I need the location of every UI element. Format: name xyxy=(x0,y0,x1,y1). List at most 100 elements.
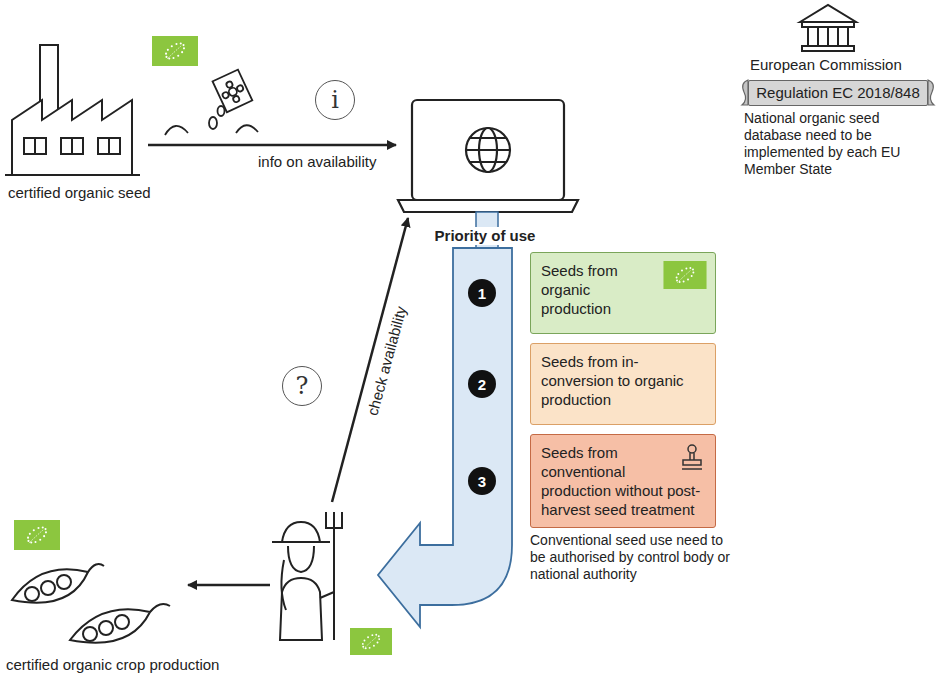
organic-logo xyxy=(692,269,694,271)
regulation-scroll: Regulation EC 2018/848 xyxy=(748,80,928,106)
organic-logo xyxy=(39,539,41,541)
pea-pods xyxy=(25,587,39,601)
organic-logo xyxy=(152,36,198,66)
stamp-icon xyxy=(688,445,696,453)
organic-logo xyxy=(681,270,683,272)
factory-icon xyxy=(5,45,140,175)
text-label: European Commission xyxy=(750,56,930,74)
farmer-icon xyxy=(272,512,342,640)
laptop-icon xyxy=(412,100,564,200)
building-icon xyxy=(817,28,819,46)
node-text: i xyxy=(331,86,339,114)
organic-logo xyxy=(30,541,32,543)
organic-logo xyxy=(37,527,39,529)
organic-logo xyxy=(177,55,179,57)
text-label: certified organic seed xyxy=(8,184,228,202)
organic-logo xyxy=(182,44,184,46)
priority-box: Seeds from conventional production witho… xyxy=(530,434,716,528)
info-symbol: i xyxy=(315,80,355,120)
pea-pods xyxy=(150,604,170,612)
organic-logo xyxy=(167,49,169,51)
question-symbol: ? xyxy=(282,366,322,406)
node-text: 3 xyxy=(478,473,486,490)
organic-logo xyxy=(676,277,678,279)
organic-logo xyxy=(371,634,373,636)
organic-logo xyxy=(27,537,29,539)
farmer-icon xyxy=(288,546,314,572)
organic-logo xyxy=(362,646,364,648)
organic-logo xyxy=(364,636,378,648)
organic-logo xyxy=(43,535,45,537)
callout-number: 1 xyxy=(468,279,496,307)
farmer-icon xyxy=(326,512,342,528)
organic-logo xyxy=(152,36,198,66)
pea-pods xyxy=(12,569,88,603)
node-text: Regulation EC 2018/848 xyxy=(755,84,921,102)
node-text: 1 xyxy=(478,285,486,302)
organic-logo xyxy=(378,638,380,640)
organic-logo xyxy=(171,45,173,47)
pea-pods xyxy=(41,581,55,595)
seed-packet xyxy=(213,70,253,113)
organic-logo xyxy=(677,273,679,275)
organic-logo xyxy=(29,533,31,535)
organic-logo xyxy=(180,42,182,44)
organic-logo xyxy=(369,647,371,649)
building-icon xyxy=(800,5,856,22)
factory-icon xyxy=(5,174,140,176)
building-icon xyxy=(807,28,809,46)
building-icon xyxy=(847,28,849,46)
text-label: National organic seed database need to b… xyxy=(744,110,934,178)
organic-logo xyxy=(44,528,46,530)
organic-logo xyxy=(378,635,380,637)
callout-number: 2 xyxy=(468,370,496,398)
factory-icon xyxy=(12,100,132,175)
seed-packet xyxy=(213,70,253,113)
laptop-icon xyxy=(398,200,578,212)
building-icon xyxy=(827,28,829,46)
pea-pods xyxy=(88,564,104,572)
organic-logo xyxy=(42,526,44,528)
building-icon xyxy=(802,46,854,51)
node-text: Seeds from in-conversion to organic prod… xyxy=(541,352,707,409)
scroll-ends xyxy=(742,80,934,105)
building-icon xyxy=(837,28,839,46)
factory-icon xyxy=(24,138,46,154)
factory-icon xyxy=(61,138,83,154)
organic-logo xyxy=(14,520,60,550)
organic-logo xyxy=(677,270,691,283)
seed-packet xyxy=(232,95,240,103)
organic-logo xyxy=(165,56,167,58)
seeds xyxy=(165,126,188,135)
pea-pods xyxy=(99,621,113,635)
organic-logo xyxy=(14,520,60,550)
organic-logo xyxy=(45,531,47,533)
organic-logo xyxy=(168,57,170,59)
organic-logo xyxy=(33,529,35,531)
farmer-icon xyxy=(281,560,286,610)
factory-icon xyxy=(98,138,120,154)
organic-logo xyxy=(175,43,177,45)
organic-logo xyxy=(687,278,689,280)
seeds xyxy=(165,106,258,135)
organic-logo xyxy=(167,45,182,59)
building-icon xyxy=(800,5,856,51)
organic-logo xyxy=(689,267,691,269)
farmer-icon xyxy=(320,592,334,598)
seeds xyxy=(218,106,225,116)
factory-icon xyxy=(34,138,36,154)
pea-pods xyxy=(70,609,150,643)
text-label: Priority of use xyxy=(430,227,540,245)
organic-logo xyxy=(29,529,44,543)
organic-logo xyxy=(692,272,694,274)
node-text: ? xyxy=(296,372,309,400)
organic-logo xyxy=(683,281,685,283)
organic-logo xyxy=(691,275,693,277)
laptop-icon xyxy=(398,100,578,212)
seed-packet xyxy=(236,84,244,92)
organic-logo xyxy=(34,541,36,543)
organic-logo xyxy=(365,647,367,649)
stamp-icon xyxy=(682,453,702,469)
laptop-icon xyxy=(470,138,506,162)
organic-logo xyxy=(350,628,392,655)
